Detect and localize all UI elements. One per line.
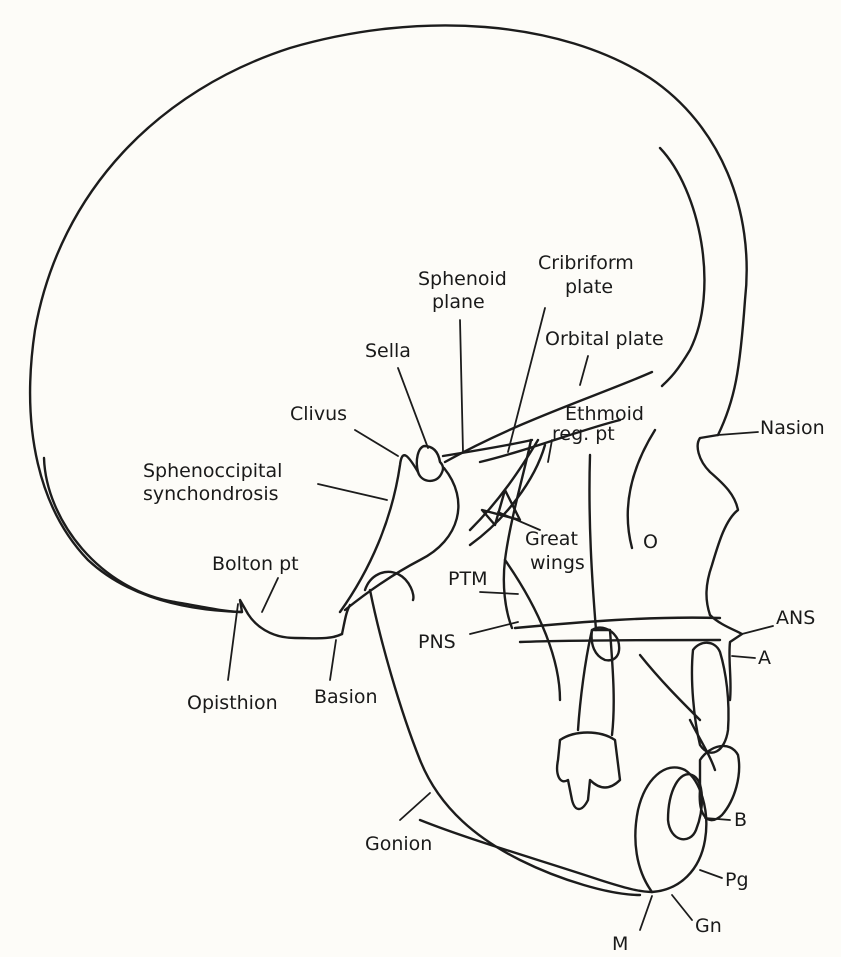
label-orbital-plate: Orbital plate: [545, 328, 664, 350]
label-b-point: B: [734, 809, 747, 831]
upper-molar-bud: [592, 628, 620, 661]
leader-opisthion: [228, 604, 238, 680]
label-bolton-pt: Bolton pt: [212, 553, 299, 575]
leader-clivus: [355, 430, 398, 456]
label-sphenoid-plane-2: plane: [432, 291, 485, 313]
leader-orbital-plate: [580, 356, 588, 385]
label-ethmoid-2: reg. pt: [552, 423, 615, 445]
label-gnathion: Gn: [695, 915, 722, 937]
label-cribriform-plate-2: plate: [565, 276, 613, 298]
label-ethmoid: Ethmoid: [565, 403, 644, 425]
palate-lower: [520, 640, 720, 642]
leader-cribriform: [508, 308, 545, 452]
label-orbit: O: [643, 531, 658, 553]
label-pns: PNS: [418, 631, 456, 653]
sella-turcica: [417, 446, 443, 481]
leader-ptm: [480, 592, 518, 594]
label-sella: Sella: [365, 340, 411, 362]
leader-nasion: [718, 432, 758, 435]
label-nasion: Nasion: [760, 417, 825, 439]
opisthion-notch: [175, 600, 342, 638]
label-ptm: PTM: [448, 568, 487, 590]
leader-synchondrosis: [318, 484, 387, 500]
label-basion: Basion: [314, 686, 378, 708]
mandibular-body: [420, 820, 652, 892]
leader-menton: [640, 896, 652, 930]
label-cribriform-plate: Cribriform: [538, 252, 634, 274]
leader-sella: [398, 368, 428, 448]
cranial-vault-outline: [30, 25, 747, 612]
label-opisthion: Opisthion: [187, 692, 278, 714]
label-ans: ANS: [776, 607, 815, 629]
inner-table-frontal: [660, 148, 704, 386]
leader-sphenoid-plane: [460, 320, 463, 452]
label-pogonion: Pg: [725, 869, 749, 891]
anterior-ramus: [505, 560, 560, 700]
orbit-rim: [589, 455, 596, 630]
label-gonion: Gonion: [365, 833, 432, 855]
leader-gnathion: [672, 895, 692, 920]
leader-ans: [742, 626, 773, 634]
label-great-wings-2: wings: [530, 552, 585, 574]
leader-pogonion: [700, 870, 722, 878]
label-synchondrosis: Sphenoccipital: [143, 460, 282, 482]
sphenoid-plane-line: [443, 440, 532, 456]
leader-basion: [330, 640, 336, 680]
leader-a-point: [732, 656, 755, 658]
leader-gonion: [400, 793, 430, 820]
label-sphenoid-plane: Sphenoid: [418, 268, 507, 290]
leader-bolton: [262, 578, 278, 612]
molar-root: [578, 630, 614, 735]
nasal-profile: [698, 435, 738, 615]
label-great-wings: Great: [525, 528, 578, 550]
clivus-outline: [340, 455, 418, 612]
molar-crown: [557, 733, 620, 810]
label-synchondrosis-2: synchondrosis: [143, 483, 279, 505]
label-clivus: Clivus: [290, 403, 347, 425]
basisphenoid-outline: [345, 468, 458, 610]
label-menton: M: [612, 933, 628, 955]
label-a-point: A: [758, 647, 771, 669]
palatal-plane: [515, 618, 720, 628]
incisor-root: [690, 720, 715, 770]
